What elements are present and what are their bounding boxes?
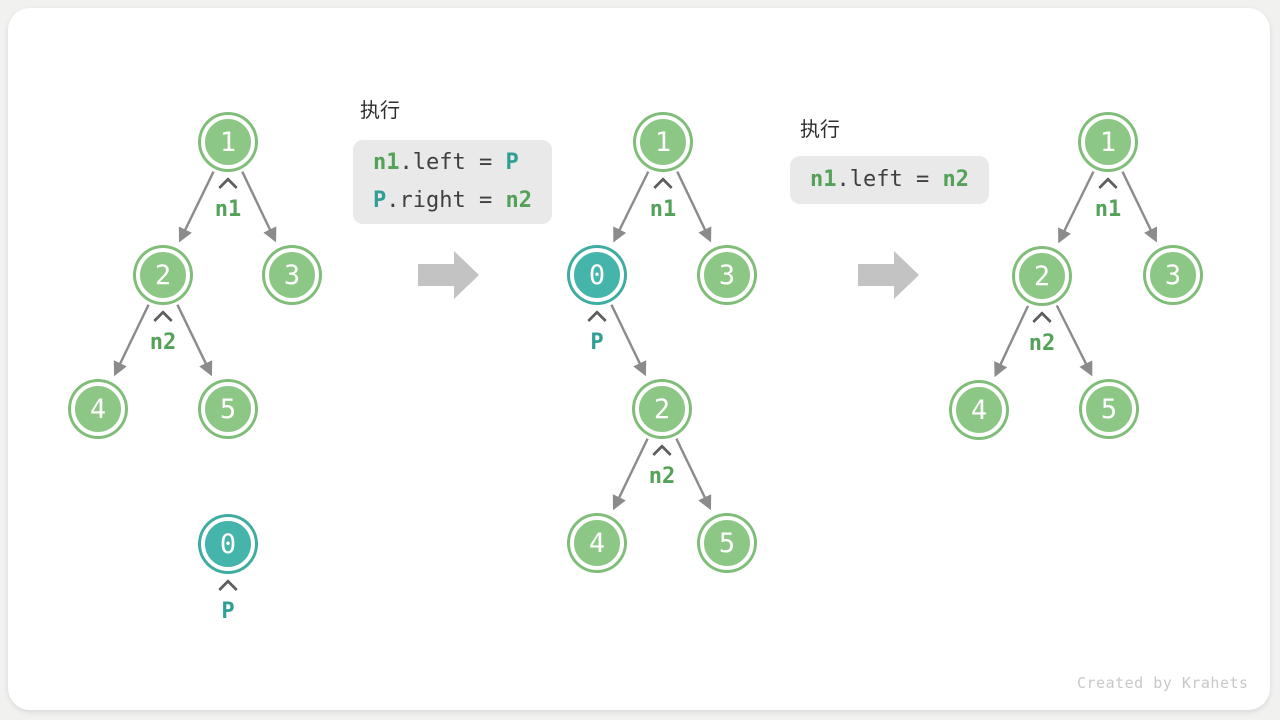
code-token-p: P — [505, 150, 519, 175]
tree3-node-5: 5 — [1082, 382, 1136, 436]
caret-up-icon — [653, 177, 673, 197]
caret-up-icon — [1032, 311, 1052, 331]
pointer-label: n1 — [214, 197, 242, 222]
code-block-2: n1.left = n2 — [790, 156, 989, 204]
caret-up-icon — [153, 310, 173, 330]
node-value: 4 — [588, 527, 606, 559]
node-value: 0 — [219, 528, 237, 560]
code-token: .left = — [399, 150, 506, 175]
pointer-n2-tree3: n2 — [1012, 311, 1072, 356]
pointer-n1-tree1: n1 — [198, 177, 258, 222]
pointer-n1-tree2: n1 — [633, 177, 693, 222]
tree2-node-0: 0 — [570, 248, 624, 302]
code-token-p: P — [373, 188, 387, 213]
pointer-label: n2 — [1028, 331, 1056, 356]
node-value: 1 — [654, 126, 672, 158]
tree1-node-2: 2 — [136, 248, 190, 302]
node-value: 5 — [1100, 393, 1118, 425]
tree2-node-4: 4 — [570, 516, 624, 570]
code-token-n1: n1 — [810, 167, 837, 192]
caret-up-icon — [1098, 177, 1118, 197]
tree2-node-5: 5 — [700, 516, 754, 570]
node-value: 1 — [1099, 126, 1117, 158]
code-line: n1.left = n2 — [810, 161, 969, 199]
tree1-node-1: 1 — [201, 115, 255, 169]
code-token: .right = — [386, 188, 506, 213]
tree2-node-3: 3 — [700, 248, 754, 302]
node-value: 5 — [718, 527, 736, 559]
tree1-node-5: 5 — [201, 382, 255, 436]
node-value: 0 — [588, 259, 606, 291]
tree1-node-0: 0 — [201, 517, 255, 571]
pointer-label: n1 — [649, 197, 677, 222]
caret-up-icon — [218, 177, 238, 197]
code-token-n1: n1 — [373, 150, 400, 175]
code-token-n2: n2 — [505, 188, 532, 213]
pointer-p-tree2: P — [567, 310, 627, 355]
node-value: 2 — [154, 259, 172, 291]
node-value: 3 — [718, 259, 736, 291]
pointer-label: n2 — [149, 330, 177, 355]
transition-arrow-1 — [418, 251, 479, 299]
tree1-node-3: 3 — [265, 248, 319, 302]
pointer-n1-tree3: n1 — [1078, 177, 1138, 222]
node-value: 5 — [219, 393, 237, 425]
code-token-n2: n2 — [942, 167, 969, 192]
node-value: 4 — [970, 394, 988, 426]
node-value: 4 — [89, 393, 107, 425]
tree2-node-2: 2 — [635, 382, 689, 436]
node-value: 2 — [653, 393, 671, 425]
code-line: n1.left = P — [373, 144, 532, 182]
node-value: 3 — [283, 259, 301, 291]
code-token: .left = — [836, 167, 943, 192]
tree2-node-1: 1 — [636, 115, 690, 169]
pointer-label: P — [221, 599, 235, 624]
caret-up-icon — [218, 579, 238, 599]
code-block-1: n1.left = P P.right = n2 — [353, 140, 552, 224]
pointer-n2-tree2: n2 — [632, 444, 692, 489]
exec-label-2: 执行 — [800, 117, 840, 141]
caret-up-icon — [587, 310, 607, 330]
tree3-node-1: 1 — [1081, 115, 1135, 169]
caret-up-icon — [652, 444, 672, 464]
exec-label-1: 执行 — [360, 98, 400, 122]
tree3-node-2: 2 — [1015, 249, 1069, 303]
transition-arrow-2 — [858, 251, 919, 299]
pointer-label: P — [590, 330, 604, 355]
pointer-label: n2 — [648, 464, 676, 489]
node-value: 1 — [219, 126, 237, 158]
node-value: 2 — [1033, 260, 1051, 292]
code-line: P.right = n2 — [373, 182, 532, 220]
pointer-n2-tree1: n2 — [133, 310, 193, 355]
node-value: 3 — [1164, 259, 1182, 291]
tree3-node-4: 4 — [952, 383, 1006, 437]
tree1-node-4: 4 — [71, 382, 125, 436]
tree3-node-3: 3 — [1146, 248, 1200, 302]
pointer-p-tree1: P — [198, 579, 258, 624]
watermark-credit: Created by Krahets — [1077, 674, 1249, 692]
pointer-label: n1 — [1094, 197, 1122, 222]
